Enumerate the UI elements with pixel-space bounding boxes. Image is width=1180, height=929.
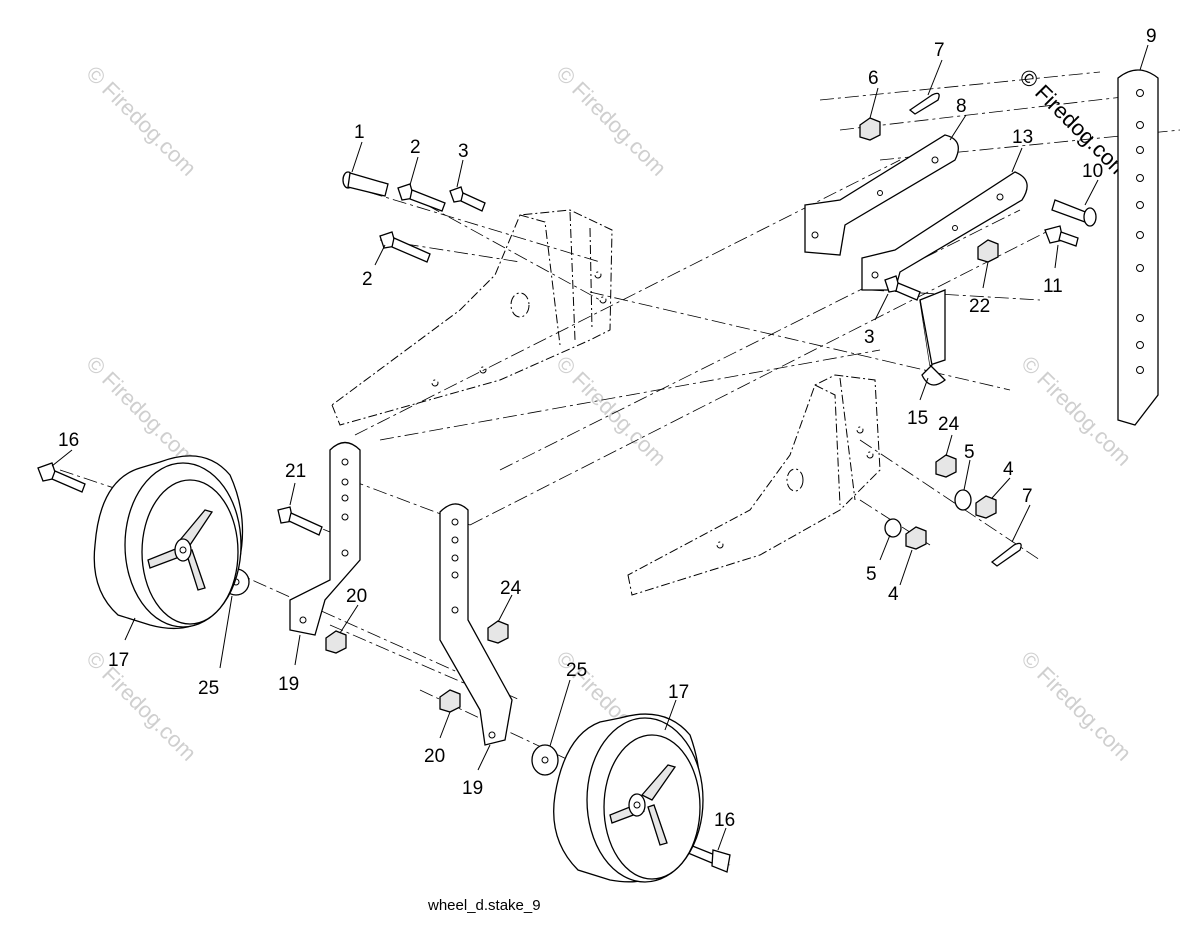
callout-9: 9	[1146, 26, 1157, 47]
callout-25: 25	[566, 660, 587, 681]
nut	[977, 239, 999, 263]
callout-24: 24	[938, 414, 960, 435]
callout-10: 10	[1082, 161, 1103, 182]
bolts	[37, 183, 1079, 873]
nut	[905, 526, 927, 550]
bolt	[1044, 225, 1079, 247]
hair-pin-clip	[990, 542, 1022, 567]
callout-21: 21	[285, 461, 306, 482]
callout-5: 5	[964, 442, 975, 463]
callout-1: 1	[354, 122, 365, 143]
bolt	[687, 844, 731, 873]
bolt	[397, 183, 446, 212]
watermark: © Firedog.com	[81, 351, 201, 471]
callout-24: 24	[500, 578, 522, 599]
tiller-frame-ghost-top	[331, 209, 613, 426]
hair-pin-clip	[908, 92, 940, 115]
wheel-right	[553, 713, 704, 883]
bolt	[37, 462, 86, 493]
tiller-frame-ghost-right	[627, 374, 881, 596]
callout-6: 6	[868, 68, 879, 89]
stake-bracket-lower	[861, 171, 1028, 291]
stake-pin	[1051, 199, 1097, 227]
callout-8: 8	[956, 96, 967, 117]
watermark: © Firedog.com	[81, 646, 201, 766]
callout-19: 19	[462, 778, 483, 799]
callout-19: 19	[278, 674, 299, 695]
nut	[325, 630, 347, 654]
callout-2: 2	[362, 269, 373, 290]
corner-watermark: © Firedog.com	[1014, 64, 1134, 184]
callout-2: 2	[410, 137, 421, 158]
hitch-pin	[342, 171, 389, 197]
callout-15: 15	[907, 408, 928, 429]
watermarks: © Firedog.com © Firedog.com © Firedog.co…	[81, 61, 1136, 766]
callout-16: 16	[58, 430, 79, 451]
callout-16: 16	[714, 810, 735, 831]
nut	[859, 117, 881, 141]
callouts: 1 2 2 3 3 4 4 5 5 6 7 7 8 9 10 11 13 15 …	[58, 26, 1157, 831]
watermark: © Firedog.com	[551, 61, 671, 181]
callout-3: 3	[458, 141, 469, 162]
leader-lines	[51, 44, 1149, 851]
lock-washer	[954, 489, 972, 511]
bolt	[379, 231, 431, 263]
wheel-left	[93, 455, 244, 629]
nut	[975, 495, 997, 519]
callout-7: 7	[1022, 486, 1033, 507]
stake-clip	[919, 289, 946, 386]
callout-5: 5	[866, 564, 877, 585]
nut	[439, 689, 461, 713]
callout-25: 25	[198, 678, 219, 699]
callout-4: 4	[1003, 459, 1014, 480]
callout-3: 3	[864, 327, 875, 348]
callout-13: 13	[1012, 127, 1033, 148]
lock-washer	[884, 518, 902, 538]
callout-11: 11	[1043, 276, 1063, 297]
depth-stake	[1117, 69, 1159, 426]
wheel-bracket-left	[289, 441, 361, 636]
wheel-bracket-right	[439, 503, 513, 746]
callout-7: 7	[934, 40, 945, 61]
lock-nut	[935, 454, 957, 478]
lock-nut	[487, 620, 509, 644]
bolt	[277, 506, 323, 536]
watermark: © Firedog.com	[1016, 646, 1136, 766]
callout-20: 20	[424, 746, 445, 767]
diagram-caption: wheel_d.stake_9	[427, 897, 541, 914]
callout-4: 4	[888, 584, 899, 605]
callout-22: 22	[969, 296, 990, 317]
bolt	[449, 186, 486, 212]
watermark: © Firedog.com	[81, 61, 201, 181]
bolt	[884, 275, 921, 301]
stake-bracket-upper	[804, 134, 959, 256]
callout-20: 20	[346, 586, 367, 607]
callout-17: 17	[668, 682, 689, 703]
callout-17: 17	[108, 650, 129, 671]
